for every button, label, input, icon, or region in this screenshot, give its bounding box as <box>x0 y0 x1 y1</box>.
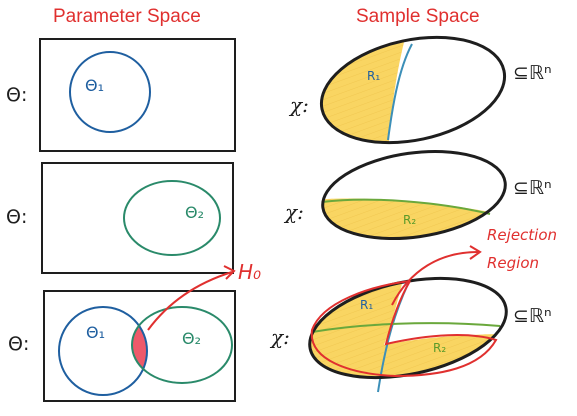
r2-label-middle: R₂ <box>403 213 416 227</box>
theta2-ellipse-overlap <box>131 306 233 384</box>
theta2-label-middle: Θ₂ <box>185 203 204 222</box>
sample-symbol-2: χ: <box>285 200 304 224</box>
r2-boundary-3 <box>311 322 501 333</box>
theta1-circle <box>69 51 151 133</box>
h0-arrowhead <box>223 265 236 280</box>
theta1-circle-overlap <box>58 306 148 396</box>
sample-ellipse-1 <box>319 35 507 145</box>
subset-rn-1: ⊆ℝⁿ <box>513 62 552 84</box>
rejection-arrowhead <box>469 245 482 260</box>
r2-boundary <box>321 198 491 215</box>
parameter-symbol-3: Θ: <box>8 333 30 355</box>
subset-rn-2: ⊆ℝⁿ <box>513 177 552 199</box>
sample-ellipse-2 <box>321 149 507 241</box>
rejection-arrow <box>391 251 479 306</box>
theta1-label-top: Θ₁ <box>85 76 104 95</box>
sample-symbol-3: χ: <box>271 325 290 349</box>
rejection-label-line2: Region <box>487 254 539 272</box>
region-r2-fill <box>317 198 500 250</box>
theta2-label-bottom: Θ₂ <box>182 329 201 348</box>
rejection-region-outline <box>310 280 498 378</box>
r1-label-bottom: R₁ <box>360 298 373 312</box>
rejection-label-line1: Rejection <box>487 226 557 244</box>
r1-label-top: R₁ <box>367 69 380 83</box>
h0-label: H₀ <box>238 260 261 284</box>
parameter-box-2 <box>41 162 234 274</box>
h0-arrow <box>147 271 233 331</box>
parameter-symbol-2: Θ: <box>6 206 28 228</box>
r1-boundary <box>387 43 413 141</box>
r2-label-bottom: R₂ <box>433 341 446 355</box>
parameter-symbol-1: Θ: <box>6 84 28 106</box>
parameter-space-heading: Parameter Space <box>53 6 201 27</box>
theta2-ellipse <box>123 180 221 256</box>
parameter-box-1 <box>39 38 236 152</box>
theta1-label-bottom: Θ₁ <box>86 323 105 342</box>
subset-rn-3: ⊆ℝⁿ <box>513 305 552 327</box>
sample-space-heading: Sample Space <box>356 6 480 27</box>
sample-symbol-1: χ: <box>290 93 309 117</box>
